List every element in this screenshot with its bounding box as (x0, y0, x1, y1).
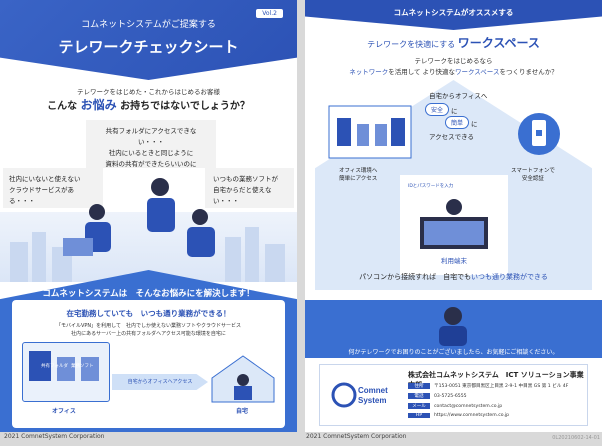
smartphone-lock-icon (518, 113, 560, 155)
question-part-b: お持ちではないでしょうか？ (120, 101, 250, 112)
logo-text-line2: System (358, 396, 386, 405)
info-key: メール (408, 403, 430, 409)
right-intro: テレワークをはじめるなら (414, 57, 493, 65)
folder-label: 共有フォルダ (41, 364, 68, 369)
office-servers-icon (328, 105, 412, 159)
office-label: オフィス (52, 408, 76, 415)
question-part: をつくりませんか？ (499, 68, 558, 76)
workspace-word: ワークスペース (454, 68, 500, 76)
headline-workspace: ワークスペース (457, 36, 540, 50)
skyline-illustration (10, 227, 285, 282)
access-text: アクセスできる (429, 133, 475, 141)
right-page: コムネットシステムがオススメする テレワークを快適にする ワークスペース テレワ… (305, 0, 602, 432)
info-homepage[interactable]: HP https://www.comnetsystem.co.jp (408, 413, 509, 418)
bubble-line: いつもの業務ソフトが (213, 175, 278, 183)
text-line: スマートフォンで (511, 168, 555, 174)
question-highlight: お悩み (80, 98, 117, 112)
right-headline: テレワークを快適にする ワークスペース (305, 34, 602, 51)
access-arrow: 自宅からオフィスへアクセス (112, 374, 208, 390)
info-email[interactable]: メール contact@comnetsystem.co.jp (408, 403, 502, 409)
from-home-text: 自宅からオフィスへ (429, 92, 488, 100)
solution-card: 在宅勤務していても いつも通り業務ができる！ 「モバイルVPN」を利用して 社内… (12, 300, 285, 428)
connection-bar: パソコンから接続すれば 自宅でもいつも通り業務ができる (305, 272, 602, 288)
safe-pill: 安全 (425, 103, 450, 116)
bubble-shared-folder: 共有フォルダにアクセスできない・・・ 社内にいるときと同じように 資料の共有がで… (86, 120, 216, 168)
info-key: HP (408, 413, 430, 418)
left-intro: テレワークをはじめた・これからはじめるお客様 (77, 88, 220, 96)
card-body-line: 「モバイルVPN」を利用して 社内でしか使えない業務ソフトやクラウドサービス (55, 323, 242, 329)
homepage-link[interactable]: https://www.comnetsystem.co.jp (434, 413, 510, 418)
bar-text: パソコンから接続すれば 自宅でも (359, 273, 471, 281)
easy-pill: 簡単 (445, 116, 470, 129)
card-body: 「モバイルVPN」を利用して 社内でしか使えない業務ソフトやクラウドサービス 社… (12, 322, 285, 338)
logo-text-line1: Comnet (358, 386, 388, 395)
question-part: より快適な (422, 68, 455, 76)
contact-text: 何かテレワークでお困りのことがございましたら、お気軽にご相談ください。 (348, 349, 559, 356)
email-link[interactable]: contact@comnetsystem.co.jp (434, 404, 503, 409)
left-header-subtitle: コムネットシステムがご提案する (81, 20, 216, 30)
card-title: 在宅勤務していても いつも通り業務ができる！ (66, 309, 231, 318)
bubble-line: 自宅からだと使えない・・・ (213, 186, 272, 205)
office-env-text: オフィス環境へ 簡単にアクセス (339, 167, 377, 183)
question-part-a: こんな (47, 101, 78, 112)
solution-headline: コムネットシステムは そんなお悩みにを解決します！ (42, 289, 255, 299)
consultant-icon (439, 307, 467, 346)
text-line: オフィス環境へ (339, 168, 378, 174)
pc-user-icon (420, 199, 488, 249)
bubble-cloud-service: 社内にいないと使えない クラウドサービスがある・・・ (3, 168, 103, 208)
left-header-title: テレワークチェックシート (58, 38, 239, 56)
bubble-line: 共有フォルダにアクセスできない・・・ (105, 127, 197, 146)
smartphone-text: スマートフォンで 安全認証 (511, 167, 555, 183)
bubble-line: 社内にいないと使えない (9, 175, 81, 183)
right-header-title: コムネットシステムがオススメする (393, 8, 514, 17)
right-question: ネットワークを活用して より快適なワークスペースをつくりませんか？ (305, 66, 602, 76)
bubble-line: クラウドサービスがある・・・ (9, 186, 74, 205)
card-body-line: 社内にあるサーバー上の共有フォルダへアクセス可能な環境を自宅に (71, 331, 226, 337)
left-footer: 2021 ComnetSystem Corporation (4, 433, 105, 440)
comnet-logo-icon: Comnet System (331, 382, 388, 408)
ni-text: に (451, 107, 458, 115)
bubble-business-software: いつもの業務ソフトが 自宅からだと使えない・・・ (205, 168, 294, 208)
right-footer: 2021 ComnetSystem Corporation (306, 433, 407, 440)
info-key: 住所 (408, 383, 430, 389)
company-info-box: Comnet System 株式会社コムネットシステム ICT ソリューション事… (319, 364, 588, 426)
question-part: を活用して (388, 68, 421, 76)
worried-workers-illustration (63, 178, 215, 257)
workspace-window: IDとパスワードを入力 利用端末 (400, 175, 508, 275)
text-line: 簡単にアクセス (339, 176, 378, 182)
id-password-label: IDとパスワードを入力 (408, 184, 454, 189)
info-value: 〒153-0051 東京都目黒区上目黒 2-9-1 中目黒 GS 第 1 ビル … (434, 384, 569, 389)
left-question: こんな お悩み お持ちではないでしょうか？ (0, 96, 297, 113)
info-address: 住所〒153-0051 東京都目黒区上目黒 2-9-1 中目黒 GS 第 1 ビ… (408, 383, 568, 389)
bar-highlight: いつも通り業務ができる (471, 273, 548, 281)
contact-band (305, 300, 602, 358)
software-label: 業務ソフト (71, 364, 94, 369)
document-id: 0L20210602-14-01 (552, 435, 600, 441)
home-icon (211, 355, 275, 403)
volume-badge: Vol.2 (256, 9, 283, 18)
text-line: 安全認証 (521, 176, 544, 182)
info-phone: 電話 03-5725-6555 (408, 393, 467, 399)
home-label: 自宅 (236, 408, 249, 415)
ni-text: に (471, 120, 478, 128)
info-value: 03-5725-6555 (434, 394, 467, 399)
network-word: ネットワーク (349, 68, 389, 76)
server-icon (29, 351, 99, 381)
office-diagram: 共有フォルダ 業務ソフト (22, 342, 110, 402)
left-page: Vol.2 コムネットシステムがご提案する テレワークチェックシート テレワーク… (0, 0, 297, 432)
bubble-line: 資料の共有ができたらいいのに (105, 160, 197, 168)
terminal-label: 利用端末 (441, 257, 467, 265)
headline-part-a: テレワークを快適にする (367, 40, 456, 49)
bubble-line: 社内にいるときと同じように (108, 149, 194, 157)
info-key: 電話 (408, 393, 430, 399)
